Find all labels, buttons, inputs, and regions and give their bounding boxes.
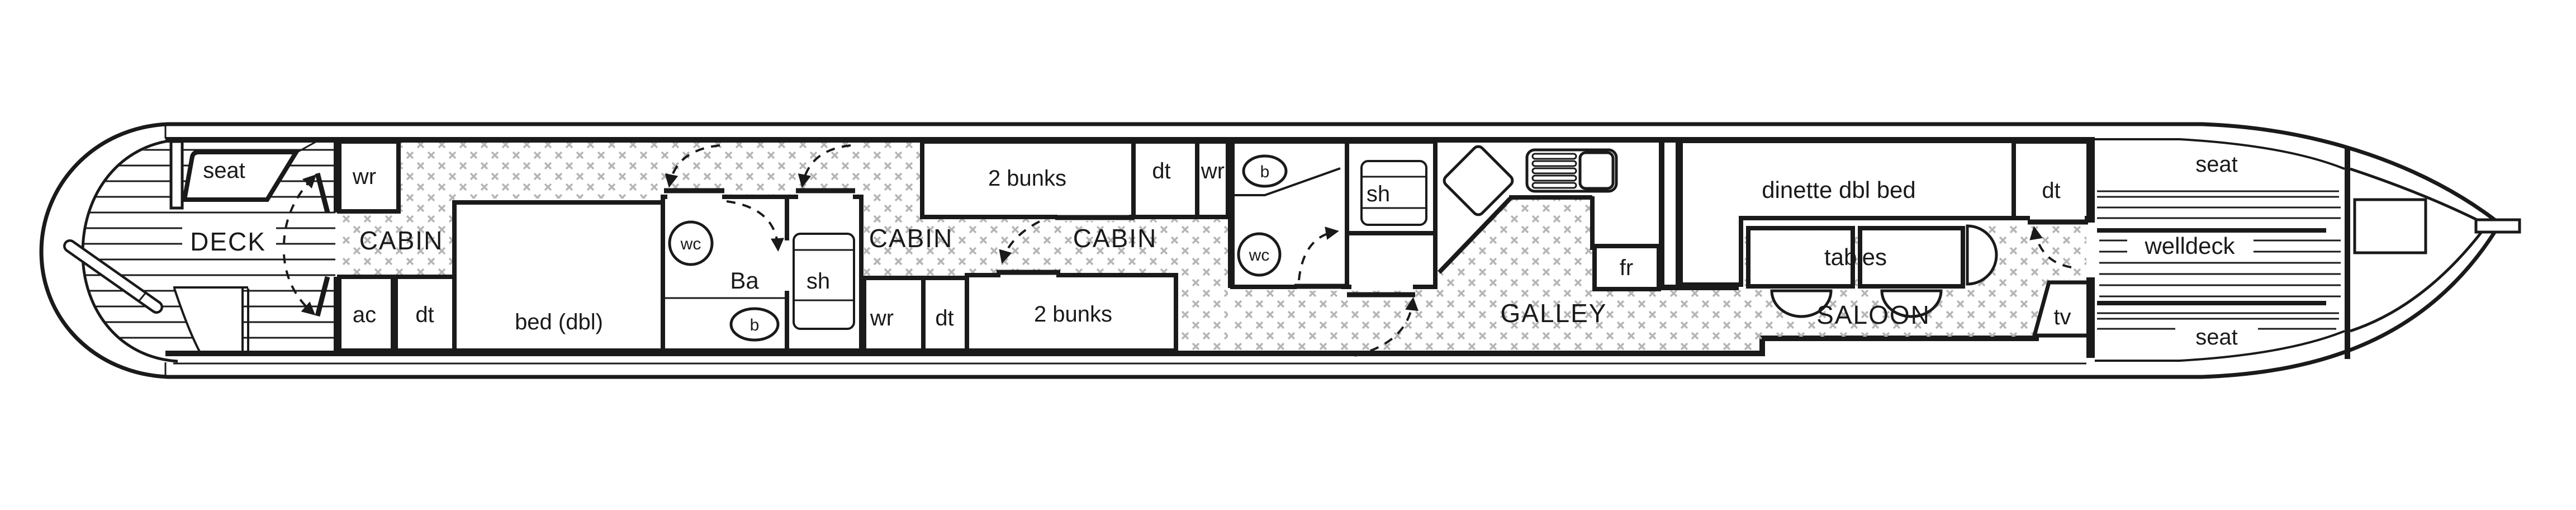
sink-symbol bbox=[1525, 148, 1618, 193]
bathroom2-counter bbox=[1232, 167, 1341, 196]
room-bunks-top bbox=[920, 139, 1136, 219]
bow-bulkhead bbox=[2345, 147, 2350, 359]
bow-seat-bottom-backing bbox=[2175, 324, 2258, 351]
stern-bulkhead-upper bbox=[334, 137, 339, 212]
dt-stern-label: dt bbox=[415, 303, 434, 327]
room-shower2-lobby bbox=[1345, 231, 1438, 289]
bathroom2-bulkhead bbox=[1228, 137, 1232, 288]
room-wardrobe-stern bbox=[337, 139, 401, 214]
dinette-label: dinette dbl bed bbox=[1762, 177, 1916, 203]
ac-label: ac bbox=[353, 303, 376, 327]
basin1-label: b bbox=[750, 316, 760, 334]
wc1-label: wc bbox=[680, 235, 701, 253]
tv-label: tv bbox=[2053, 305, 2071, 329]
room-bed-double bbox=[452, 200, 665, 353]
room-dt-mid-bottom bbox=[921, 276, 969, 353]
galley-counter-diagonal bbox=[1438, 197, 1512, 274]
tv-cabinet bbox=[2032, 280, 2091, 338]
saloon-seat-right bbox=[1966, 224, 1998, 286]
bow-seat-top-label: seat bbox=[2195, 152, 2238, 177]
bow-seat-bottom-label: seat bbox=[2195, 325, 2238, 350]
wc2-label: wc bbox=[1249, 246, 1270, 265]
saloon-wall-step bbox=[1759, 336, 1765, 356]
basin1-symbol bbox=[729, 307, 780, 342]
wr-mid-top-label: wr bbox=[1201, 159, 1225, 183]
sh2-label: sh bbox=[1367, 182, 1390, 206]
stern-step-front bbox=[173, 288, 202, 355]
deck-label: DECK bbox=[190, 227, 266, 256]
galley-label: GALLEY bbox=[1501, 299, 1607, 328]
room-shower2 bbox=[1345, 139, 1438, 235]
galley-bulkhead-a bbox=[1659, 139, 1664, 289]
basin2-symbol bbox=[1242, 154, 1288, 188]
tables-label: tables bbox=[1824, 244, 1887, 270]
saloon-stool-2 bbox=[1880, 289, 1943, 318]
cabin1-label: CABIN bbox=[359, 226, 444, 255]
stern-seat-tick bbox=[297, 140, 318, 153]
saloon-wall-bottom bbox=[1759, 336, 2039, 341]
saloon-stool-1 bbox=[1770, 289, 1833, 318]
room-dt-stern bbox=[393, 275, 457, 353]
room-wardrobe-mid bbox=[862, 276, 926, 353]
stern-seat-label: seat bbox=[203, 158, 245, 183]
deck-label-backing bbox=[182, 225, 276, 258]
bow-fender bbox=[2474, 218, 2521, 234]
dinette-step-wall bbox=[1659, 285, 1739, 290]
toilet2-symbol bbox=[1237, 232, 1282, 277]
welldeck-bulkhead-upper bbox=[2086, 137, 2095, 223]
stern-bulkhead-lower bbox=[334, 277, 339, 355]
door-swing-arcs bbox=[283, 144, 2072, 357]
bunks-bottom-label: 2 bunks bbox=[1034, 302, 1112, 327]
shower1-tray bbox=[793, 233, 855, 330]
wr-stern-label: wr bbox=[352, 164, 376, 189]
sh1-label: sh bbox=[807, 269, 830, 294]
cabin-wall-bottom bbox=[165, 351, 1764, 356]
stern-seat bbox=[182, 150, 301, 202]
hull-outline bbox=[39, 122, 2498, 379]
dt-mid-bottom-label: dt bbox=[935, 306, 953, 330]
wr-mid-bottom-label: wr bbox=[870, 306, 894, 330]
ba-label: Ba bbox=[730, 267, 759, 294]
room-fridge bbox=[1592, 244, 1661, 291]
tiller bbox=[63, 239, 163, 314]
room-shower1 bbox=[785, 195, 864, 353]
bed-label: bed (dbl) bbox=[515, 310, 603, 334]
dt-dinette-label: dt bbox=[2042, 178, 2060, 203]
welldeck-label-backing bbox=[2127, 233, 2254, 258]
fridge-label: fr bbox=[1620, 256, 1633, 280]
door-leaves bbox=[315, 172, 2088, 317]
bow-inner-gunwale-top bbox=[2350, 167, 2483, 224]
welldeck-label: welldeck bbox=[2144, 233, 2235, 259]
saloon-table-1 bbox=[1746, 226, 1855, 289]
basin2-label: b bbox=[1260, 163, 1270, 181]
stern-seat-end-panel bbox=[169, 140, 184, 210]
saloon-label: SALOON bbox=[1816, 300, 1930, 329]
cabin2-label: CABIN bbox=[869, 224, 953, 253]
saloon-table-2 bbox=[1858, 226, 1965, 289]
hob-symbol bbox=[1443, 145, 1514, 216]
stern-inner-gunwale bbox=[81, 138, 178, 363]
dt-mid-top-label: dt bbox=[1152, 159, 1170, 183]
toilet1-symbol bbox=[668, 220, 714, 266]
galley-bulkhead-b bbox=[1676, 139, 1681, 289]
bow-inner-gunwale-bottom bbox=[2350, 231, 2483, 333]
room-dt-dinette bbox=[2012, 139, 2094, 220]
shower2-tray bbox=[1360, 160, 1427, 226]
galley-counter-wall bbox=[1590, 196, 1595, 250]
cabin3-label: CABIN bbox=[1073, 224, 1157, 253]
stern-step bbox=[174, 289, 243, 355]
bunks-top-label: 2 bunks bbox=[988, 166, 1066, 191]
bow-locker bbox=[2353, 198, 2427, 254]
room-bunks-bottom bbox=[965, 273, 1178, 353]
